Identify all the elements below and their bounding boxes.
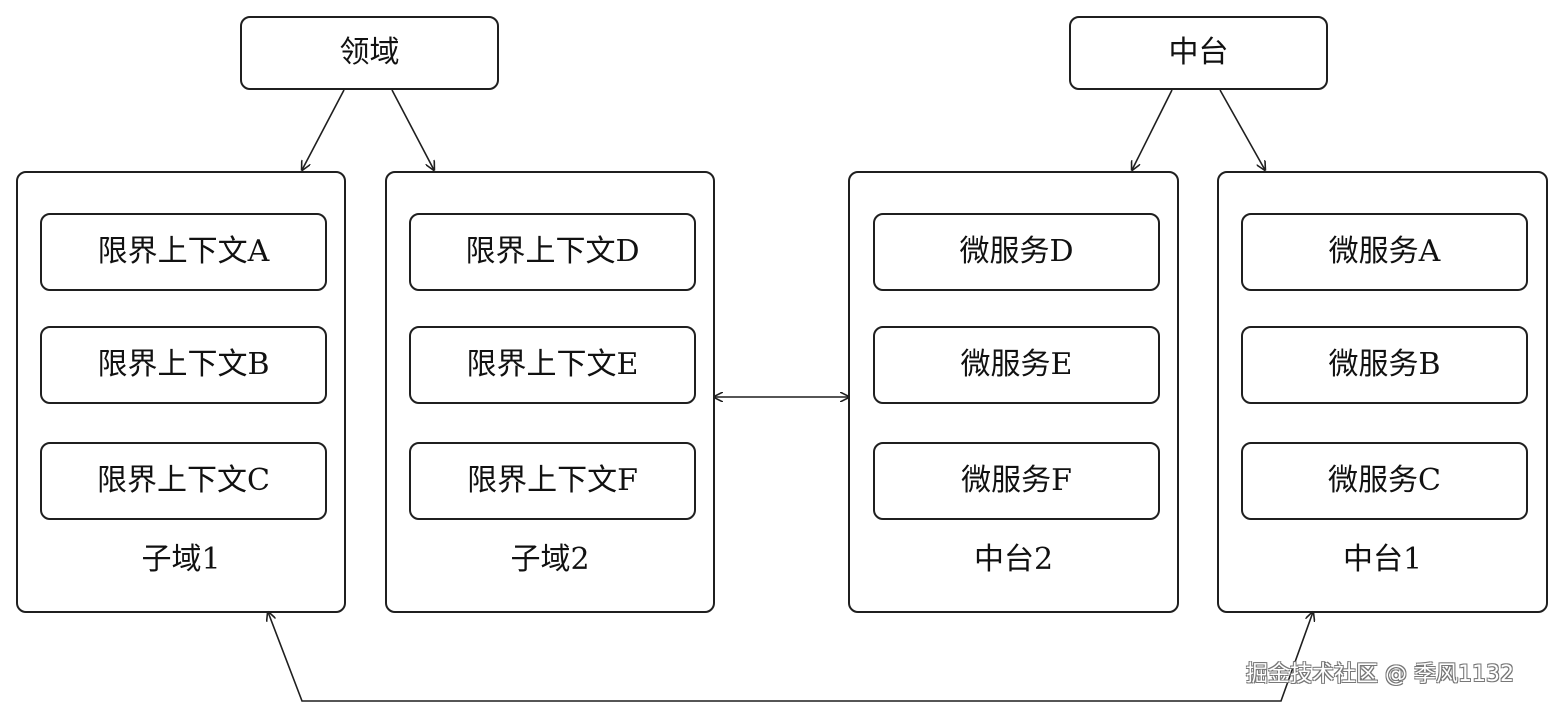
watermark: 掘金技术社区 @ 季风1132 (1246, 662, 1514, 687)
bidirectional-arrow-subdomain1-platform1 (268, 612, 1313, 702)
bounded-context-f: 限界上下文F (409, 442, 696, 520)
microservice-e: 微服务E (873, 326, 1160, 404)
subdomain2-container: 子域2 (385, 171, 715, 613)
platform2-container: 中台2 (848, 171, 1179, 613)
platform1-label: 中台1 (1342, 542, 1423, 577)
bounded-context-d: 限界上下文D (409, 213, 696, 291)
subdomain2-label: 子域2 (510, 542, 590, 577)
microservice-d: 微服务D (873, 213, 1160, 291)
bounded-context-b: 限界上下文B (40, 326, 327, 404)
arrow-domain-to-subdomain1 (302, 89, 345, 170)
arrow-platform-to-platform2 (1132, 89, 1173, 170)
microservice-f: 微服务F (873, 442, 1160, 520)
arrow-platform-to-platform1 (1219, 89, 1265, 170)
microservice-a: 微服务A (1241, 213, 1528, 291)
platform1-container: 中台1 (1217, 171, 1548, 613)
platform2-label: 中台2 (973, 542, 1054, 577)
bounded-context-a: 限界上下文A (40, 213, 327, 291)
middle-platform-node: 中台 (1069, 16, 1328, 90)
subdomain1-container: 子域1 (16, 171, 346, 613)
microservice-c: 微服务C (1241, 442, 1528, 520)
domain-node: 领域 (240, 16, 499, 90)
subdomain1-label: 子域1 (141, 542, 221, 577)
bounded-context-e: 限界上下文E (409, 326, 696, 404)
bounded-context-c: 限界上下文C (40, 442, 327, 520)
arrow-domain-to-subdomain2 (391, 89, 434, 170)
microservice-b: 微服务B (1241, 326, 1528, 404)
